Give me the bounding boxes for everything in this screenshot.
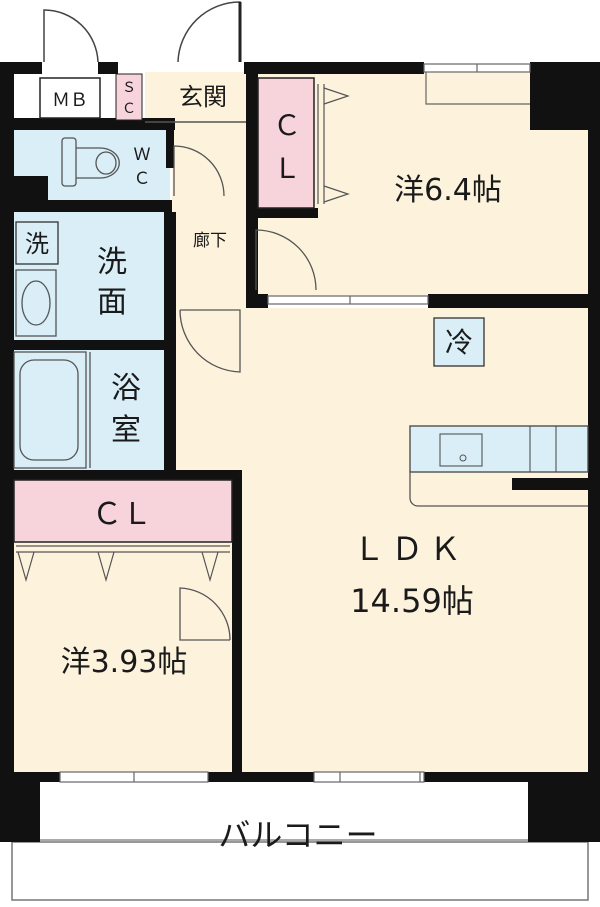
sc-label-s: Ｓ [122, 80, 136, 96]
ldk-size: 14.59帖 [350, 582, 474, 620]
window-ldk [313, 771, 425, 783]
window-western-1 [423, 63, 531, 105]
wc-label-c: Ｃ [134, 169, 151, 189]
closet-bottom-label: ＣＬ [92, 497, 152, 532]
closet-top-label-c: Ｃ [273, 109, 301, 142]
western-room-2-floor [12, 540, 234, 774]
entrance-floor [145, 72, 248, 120]
window-western-2 [59, 771, 209, 783]
fridge-box [433, 317, 485, 367]
balcony-label: バルコニー [218, 816, 377, 854]
ldk-label: ＬＤＫ [353, 530, 467, 568]
exterior-door-entrance [177, 1, 242, 63]
bath-label-1: 浴 [111, 371, 141, 406]
corridor-door-western [255, 229, 317, 291]
sink [15, 269, 57, 337]
closet-top-doors [317, 84, 350, 204]
fridge-label: 冷 [445, 326, 473, 359]
washroom-label-2: 面 [97, 285, 127, 320]
western-room-2-door [179, 587, 231, 641]
corridor-label: 廊下 [193, 231, 227, 251]
kitchen-counter [409, 425, 589, 507]
walls [0, 62, 600, 842]
closet-bottom-doors [16, 545, 230, 583]
wc-door [173, 145, 225, 197]
closet-top-label-l: Ｌ [273, 152, 301, 185]
corridor-door-ldk [179, 309, 241, 373]
ldk-floor [238, 308, 590, 774]
western-room-1-label: 洋6.4帖 [394, 173, 502, 208]
window-between-rooms [267, 295, 429, 305]
bathtub [13, 351, 91, 469]
sc-box [115, 73, 143, 121]
balcony-outline [11, 841, 589, 901]
entrance-label: 玄関 [179, 83, 227, 111]
mb-label: ＭＢ [52, 90, 88, 111]
ldk-floor-upper [176, 308, 246, 473]
bath-label-2: 室 [111, 413, 141, 448]
washroom-label-1: 洗 [97, 245, 127, 280]
bath-floor [12, 350, 164, 470]
washer-box [15, 221, 59, 265]
western-room-2-label: 洋3.93帖 [61, 645, 188, 680]
exterior-door-mb [43, 9, 99, 63]
mb-box [39, 77, 101, 119]
closet-top [257, 77, 315, 209]
washer-label: 洗 [25, 230, 49, 258]
corridor-floor [172, 120, 250, 310]
sc-label-c: Ｃ [122, 101, 136, 117]
closet-bottom [13, 479, 233, 543]
wc-label-w: Ｗ [134, 145, 151, 165]
toilet [61, 137, 120, 187]
